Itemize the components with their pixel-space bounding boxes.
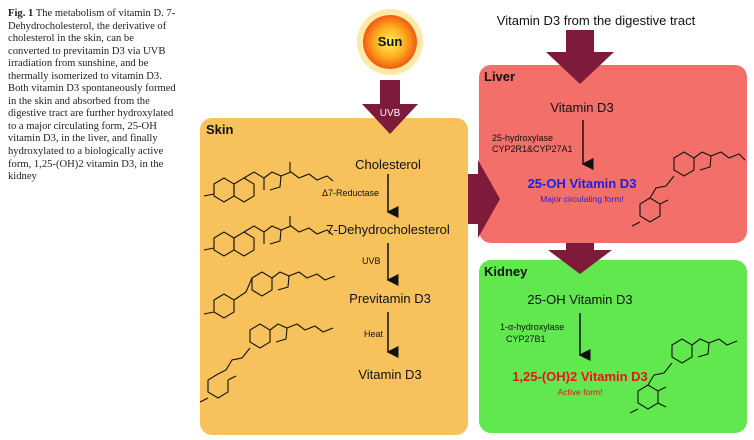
liver-title: Liver: [484, 69, 516, 84]
kidney-note: Active form!: [557, 387, 603, 397]
digestive-label: Vitamin D3 from the digestive tract: [496, 13, 696, 28]
liver-note: Major circulating form!: [540, 194, 624, 204]
liver-enzyme-code: CYP2R1&CYP27A1: [492, 144, 573, 154]
liver-enzyme-name: 25-hydroxylase: [492, 133, 554, 143]
liver-product-label: 25-OH Vitamin D3: [527, 176, 637, 191]
reductase-label: Δ7-Reductase: [322, 188, 380, 198]
skin-uvb-label: UVB: [362, 256, 381, 266]
uvb-top-label: UVB: [379, 108, 401, 119]
vitamin-d3-liver-structure: [631, 151, 746, 227]
digestive-arrow: [546, 30, 614, 84]
figure-number: Fig. 1: [8, 8, 34, 19]
skin-vitamin-label: Vitamin D3: [358, 367, 422, 382]
liver-vitamin-label: Vitamin D3: [550, 100, 614, 115]
kidney-enzyme-name: 1-α-hydroxylase: [500, 322, 565, 332]
kidney-product-label: 1,25-(OH)2 Vitamin D3: [512, 369, 648, 384]
previtamin-structure: [203, 271, 336, 319]
heat-label: Heat: [364, 329, 384, 339]
kidney-substrate-label: 25-OH Vitamin D3: [527, 292, 633, 307]
caption-text: The metabolism of vitamin D. 7-Dehydroch…: [8, 8, 176, 183]
sun-label: Sun: [377, 34, 403, 49]
skin-to-liver-arrow: [468, 160, 500, 238]
kidney-enzyme-code: CYP27B1: [506, 334, 546, 344]
uvb-arrow: [362, 80, 418, 134]
liver-panel: [479, 65, 747, 243]
previtamin-label: Previtamin D3: [349, 291, 431, 306]
liver-to-kidney-arrow: [548, 243, 612, 274]
cholesterol-structure: [203, 162, 334, 203]
cholesterol-label: Cholesterol: [355, 157, 421, 172]
skin-title: Skin: [206, 122, 234, 137]
kidney-panel: [479, 260, 747, 433]
kidney-title: Kidney: [484, 264, 528, 279]
dehydrocholesterol-label: 7-Dehydrocholesterol: [326, 222, 450, 237]
figure-caption: Fig. 1 The metabolism of vitamin D. 7-De…: [8, 8, 178, 184]
calcitriol-structure: [629, 338, 738, 414]
dehydrocholesterol-structure: [203, 216, 334, 257]
sun-icon: [357, 9, 423, 75]
vitamin-d3-skin-structure: [199, 323, 334, 403]
